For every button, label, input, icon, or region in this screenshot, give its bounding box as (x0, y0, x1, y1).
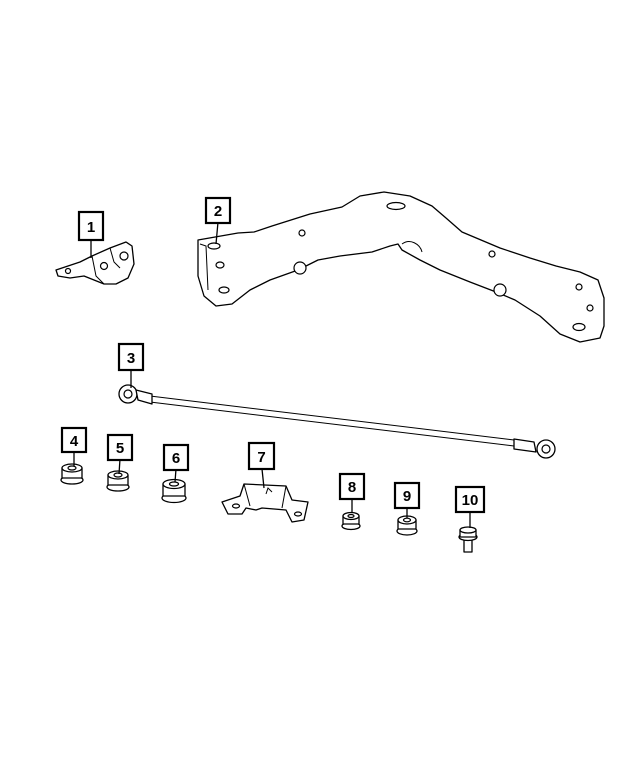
callout-7-label: 7 (257, 449, 265, 466)
callout-5: 5 (106, 433, 134, 462)
callout-8: 8 (338, 472, 366, 501)
ground-strap[interactable] (118, 384, 556, 459)
flange-bolt[interactable] (458, 526, 478, 553)
hex-flange-nut-8[interactable] (341, 511, 361, 531)
callout-3-label: 3 (127, 350, 135, 367)
callout-8-label: 8 (348, 479, 356, 496)
callout-6: 6 (162, 443, 190, 472)
hex-flange-nut-6[interactable] (161, 478, 187, 504)
callout-2: 2 (204, 196, 232, 225)
callout-10: 10 (454, 485, 486, 514)
leader-lines (73, 221, 471, 528)
callout-9: 9 (393, 481, 421, 510)
callout-3: 3 (117, 342, 145, 372)
mounting-bracket[interactable] (55, 241, 135, 285)
hex-flange-nut-4[interactable] (60, 463, 84, 485)
support-bracket[interactable] (221, 483, 309, 523)
callout-2-label: 2 (214, 203, 222, 220)
callout-9-label: 9 (403, 488, 411, 505)
callout-4-label: 4 (70, 433, 79, 450)
callout-7: 7 (247, 441, 276, 471)
callout-5-label: 5 (116, 440, 124, 457)
callout-1: 1 (77, 210, 105, 242)
callout-1-label: 1 (87, 219, 95, 236)
callout-10-label: 10 (462, 492, 479, 509)
hex-flange-nut-9[interactable] (396, 515, 418, 536)
hex-flange-nut-5[interactable] (106, 470, 130, 492)
callout-4: 4 (60, 426, 88, 454)
callout-6-label: 6 (172, 450, 180, 467)
crossmember-plate[interactable] (197, 191, 605, 343)
